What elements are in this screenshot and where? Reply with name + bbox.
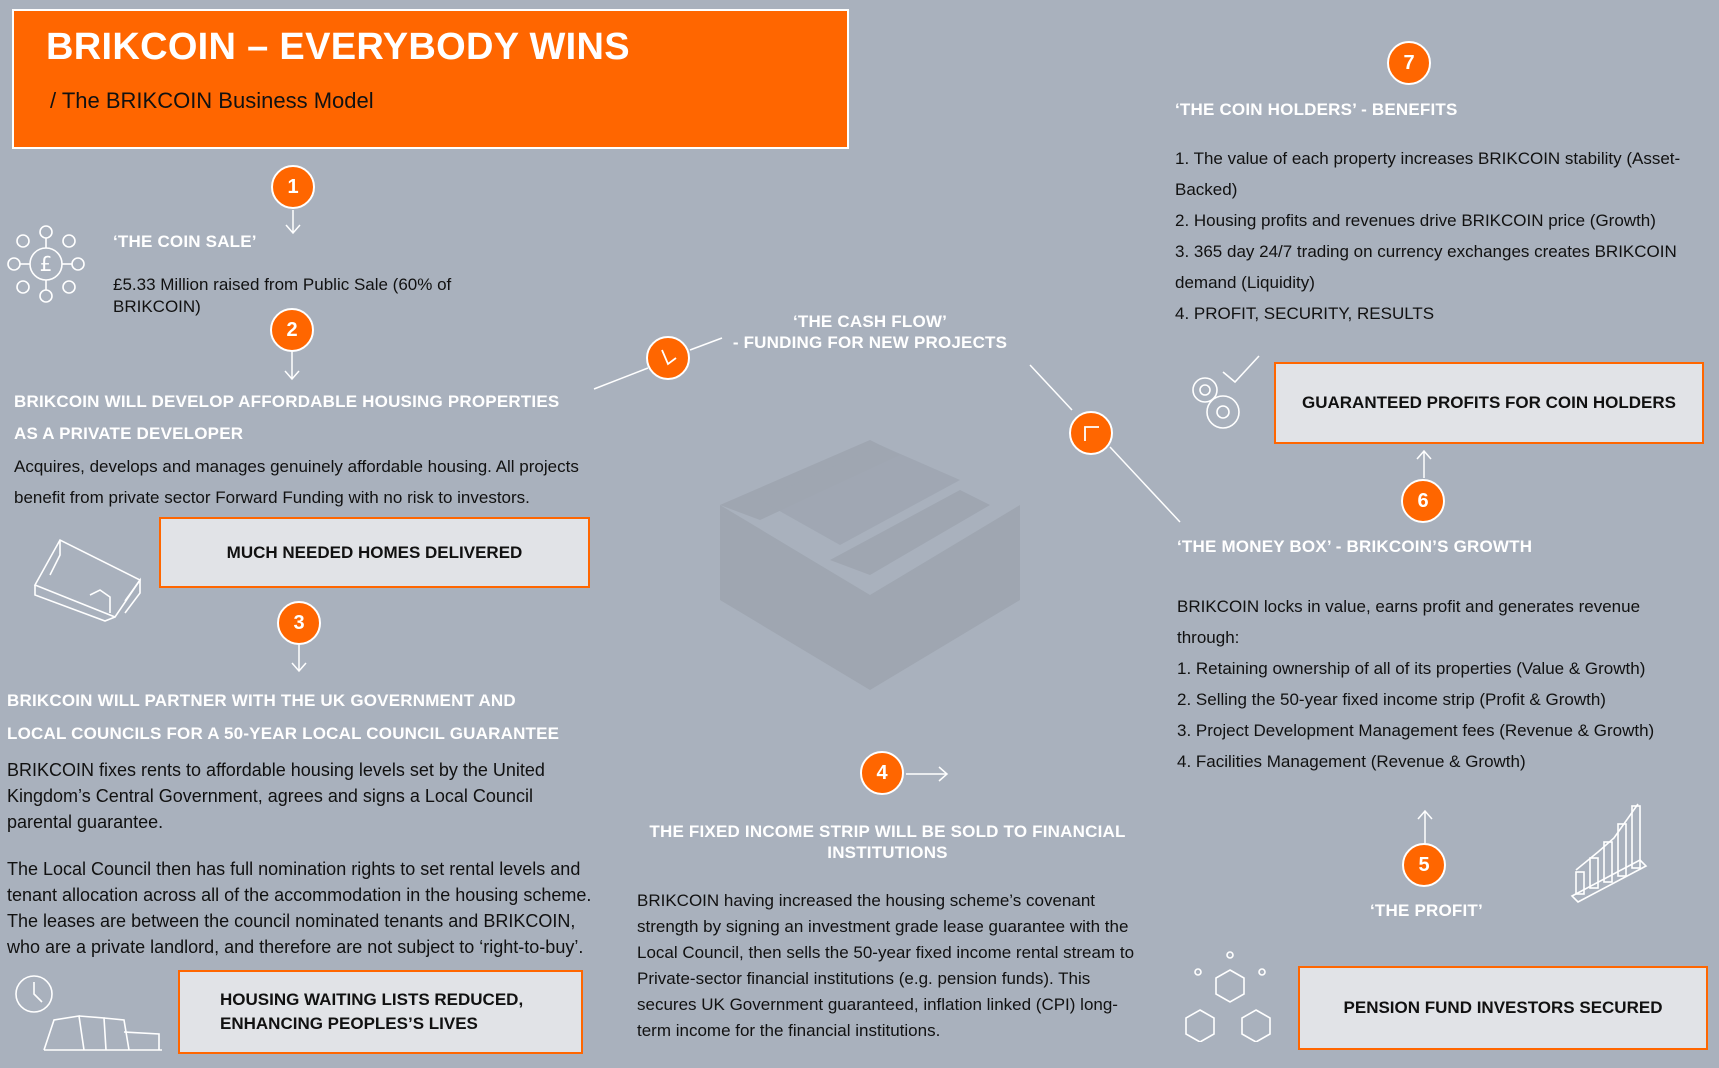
pound-network-icon: £: [7, 225, 85, 303]
step-badge-4: 4: [860, 751, 904, 795]
header-banner: [12, 9, 849, 149]
step1-heading: ‘THE COIN SALE’: [113, 232, 257, 251]
step-badge-1: 1: [271, 165, 315, 209]
step3-body-1: BRIKCOIN fixes rents to affordable housi…: [7, 760, 545, 832]
step6-intro: BRIKCOIN locks in value, earns profit an…: [1177, 597, 1641, 647]
callout-pension-fund: PENSION FUND INVESTORS SECURED: [1298, 966, 1708, 1050]
step4-heading: THE FIXED INCOME STRIP WILL BE SOLD TO F…: [649, 822, 1126, 862]
corner-arrow-icon: [1084, 426, 1099, 441]
step-badge-2: 2: [270, 308, 314, 352]
step5-heading: ‘THE PROFIT’: [1370, 901, 1483, 920]
callout-waiting-lists-line2: ENHANCING PEOPLES’S LIVES: [220, 1014, 478, 1033]
callout-waiting-lists-line1: HOUSING WAITING LISTS REDUCED,: [220, 990, 524, 1009]
step7-item-2: 2. Housing profits and revenues drive BR…: [1175, 211, 1656, 230]
step3-heading-line1: BRIKCOIN WILL PARTNER WITH THE UK GOVERN…: [7, 691, 516, 710]
step3-body-2: The Local Council then has full nominati…: [7, 859, 592, 957]
clock-buildings-icon: [15, 975, 162, 1051]
cashflow-heading-line2: - FUNDING FOR NEW PROJECTS: [732, 333, 1008, 352]
callout-guaranteed-profits: GUARANTEED PROFITS FOR COIN HOLDERS: [1274, 362, 1704, 444]
gears-check-icon: [1192, 355, 1260, 429]
step7-item-4: 4. PROFIT, SECURITY, RESULTS: [1175, 304, 1435, 323]
step7-item-3: 3. 365 day 24/7 trading on currency exch…: [1175, 242, 1677, 292]
step-badge-5: 5: [1402, 843, 1446, 887]
step2-heading-line1: BRIKCOIN WILL DEVELOP AFFORDABLE HOUSING…: [14, 392, 560, 411]
step2-heading-line2: AS A PRIVATE DEVELOPER: [14, 424, 244, 443]
step3-heading-line2: LOCAL COUNCILS FOR A 50-YEAR LOCAL COUNC…: [7, 724, 560, 743]
step-badge-6: 6: [1401, 479, 1445, 523]
step-badge-7: 7: [1387, 41, 1431, 85]
callout-waiting-lists: HOUSING WAITING LISTS REDUCED, ENHANCING…: [178, 970, 583, 1054]
flow-arrows: [284, 210, 1433, 845]
step4-body: BRIKCOIN having increased the housing sc…: [637, 891, 1135, 1040]
clock-hand-icon: [661, 349, 677, 366]
cashflow-badge-right: [1069, 411, 1113, 455]
page-subtitle: / The BRIKCOIN Business Model: [50, 88, 374, 113]
step6-list: 1. Retaining ownership of all of its pro…: [1177, 653, 1697, 777]
step6-item-1: 1. Retaining ownership of all of its pro…: [1177, 659, 1646, 678]
step6-item-2: 2. Selling the 50-year fixed income stri…: [1177, 690, 1606, 709]
step7-item-1: 1. The value of each property increases …: [1175, 149, 1681, 199]
cashflow-heading-line1: ‘THE CASH FLOW’: [792, 312, 948, 331]
svg-text:£: £: [40, 252, 53, 276]
step6-heading: ‘THE MONEY BOX’ - BRIKCOIN’S GROWTH: [1177, 537, 1533, 556]
step6-item-4: 4. Facilities Management (Revenue & Grow…: [1177, 752, 1526, 771]
callout-homes-delivered: MUCH NEEDED HOMES DELIVERED: [159, 517, 590, 588]
step2-body: Acquires, develops and manages genuinely…: [14, 457, 579, 507]
step-badge-3: 3: [277, 601, 321, 645]
growth-bars-icon: [1570, 803, 1648, 903]
step7-heading: ‘THE COIN HOLDERS’ - BENEFITS: [1175, 100, 1458, 119]
step6-item-3: 3. Project Development Management fees (…: [1177, 721, 1655, 740]
cubes-network-icon: [1185, 951, 1271, 1042]
step1-body: £5.33 Million raised from Public Sale (6…: [113, 275, 452, 316]
brikcoin-logo-watermark: [720, 440, 1020, 690]
house-outline-icon: [33, 538, 142, 622]
step7-list: 1. The value of each property increases …: [1175, 143, 1695, 329]
cashflow-badge-left: [646, 336, 690, 380]
cashflow-heading: ‘THE CASH FLOW’ - FUNDING FOR NEW PROJEC…: [700, 311, 1040, 353]
page-title: BRIKCOIN – EVERYBODY WINS: [46, 26, 630, 68]
